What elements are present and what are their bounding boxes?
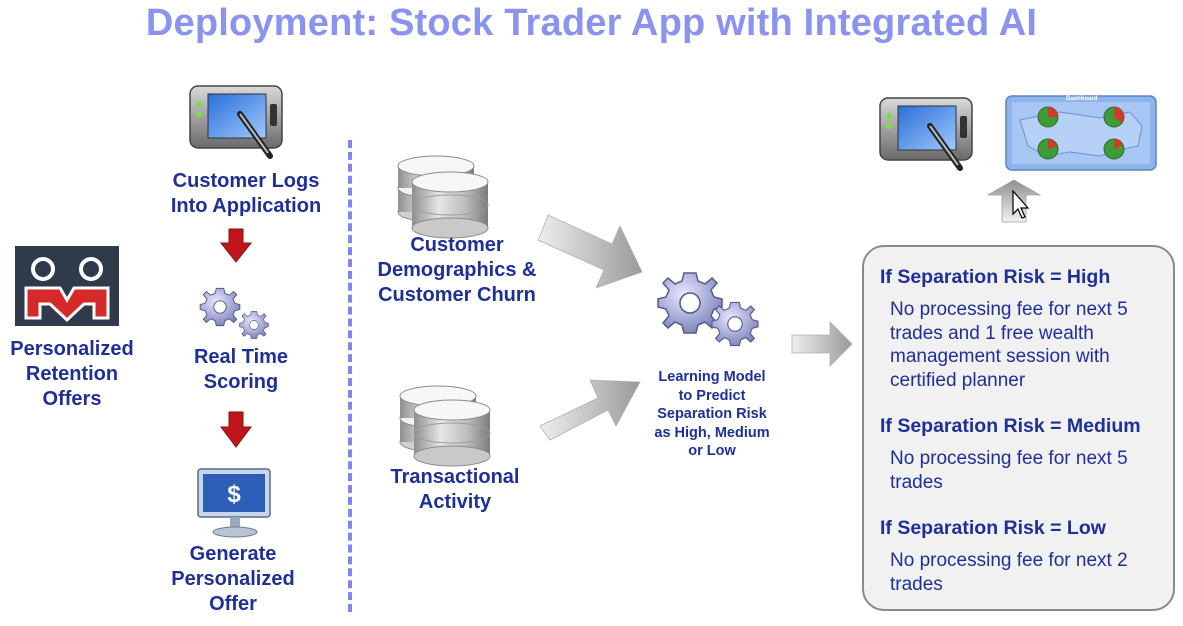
- detail-line: No processing fee for next 2: [890, 550, 1128, 571]
- section-divider: [348, 140, 352, 612]
- retention-logo-icon: [15, 246, 119, 326]
- label-line: Separation Risk: [657, 406, 767, 422]
- label-line: Transactional: [390, 466, 520, 488]
- dollar-monitor-icon: $: [197, 468, 271, 538]
- diagram-title: Deployment: Stock Trader App with Integr…: [145, 2, 1038, 44]
- rule-high-detail: No processing fee for next 5 trades and …: [890, 298, 1128, 392]
- dashboard-map-icon: [1005, 95, 1157, 171]
- label-line: Customer Logs: [172, 170, 320, 192]
- detail-line: No processing fee for next 5: [890, 448, 1128, 469]
- label-line: Offers: [42, 388, 102, 410]
- step-login-label: Customer Logs Into Application: [156, 169, 336, 219]
- risk-rules-panel: If Separation Risk = High No processing …: [862, 245, 1175, 611]
- detail-line: trades: [890, 471, 943, 493]
- rule-low-detail: No processing fee for next 2 trades: [890, 549, 1128, 596]
- rule-medium-heading: If Separation Risk = Medium: [880, 415, 1141, 437]
- label-line: Personalized: [171, 568, 295, 590]
- tablet-output-icon: [880, 98, 972, 168]
- label-line: Customer: [410, 234, 504, 256]
- database-demographics-icon: [397, 155, 489, 239]
- scoring-gears-icon: [199, 287, 269, 339]
- label-line: to Predict: [678, 387, 746, 404]
- label-line: Generate: [189, 543, 277, 565]
- label-line: as High, Medium: [654, 424, 770, 441]
- label-line: Personalized: [10, 338, 134, 360]
- transactional-label: Transactional Activity: [370, 465, 540, 515]
- down-arrow-icon: [220, 411, 252, 448]
- detail-line: trades: [890, 573, 943, 595]
- dashboard-title: Dashboard: [1066, 96, 1098, 102]
- label-line: Scoring: [203, 371, 279, 393]
- step-offer-label: Generate Personalized Offer: [158, 542, 308, 617]
- detail-line: trades and 1 free wealth: [890, 322, 1094, 344]
- label-line: Offer: [209, 593, 257, 615]
- label-line: Into Application: [170, 195, 322, 217]
- rule-high-heading: If Separation Risk = High: [880, 266, 1111, 288]
- label-line: Learning Model: [658, 369, 766, 385]
- dollar-symbol: $: [227, 481, 241, 508]
- label-line: Demographics &: [377, 259, 537, 281]
- step-scoring-label: Real Time Scoring: [166, 345, 316, 395]
- demographics-label: Customer Demographics & Customer Churn: [362, 233, 552, 308]
- label-line: Retention: [25, 363, 119, 385]
- learning-model-label: Learning Model to Predict Separation Ris…: [640, 368, 784, 461]
- retention-offers-label: Personalized Retention Offers: [0, 337, 144, 412]
- database-transactions-icon: [399, 385, 491, 467]
- label-line: Activity: [418, 491, 492, 513]
- learning-model-gears-icon: [657, 272, 759, 347]
- mouse-cursor-icon: [1012, 189, 1030, 219]
- arrow-demographics-to-model: [537, 214, 643, 289]
- down-arrow-icon: [219, 228, 253, 263]
- arrow-model-to-rules: [791, 321, 853, 367]
- label-line: Customer Churn: [378, 284, 536, 306]
- detail-line: No processing fee for next 5: [890, 299, 1128, 320]
- label-line: Real Time: [193, 346, 289, 368]
- arrow-transactions-to-model: [539, 379, 641, 441]
- rule-low-heading: If Separation Risk = Low: [880, 517, 1106, 539]
- rule-medium-detail: No processing fee for next 5 trades: [890, 447, 1128, 494]
- detail-line: certified planner: [890, 369, 1026, 391]
- detail-line: management session with: [890, 346, 1110, 367]
- label-line: or Low: [688, 443, 736, 459]
- tablet-login-icon: [190, 86, 282, 156]
